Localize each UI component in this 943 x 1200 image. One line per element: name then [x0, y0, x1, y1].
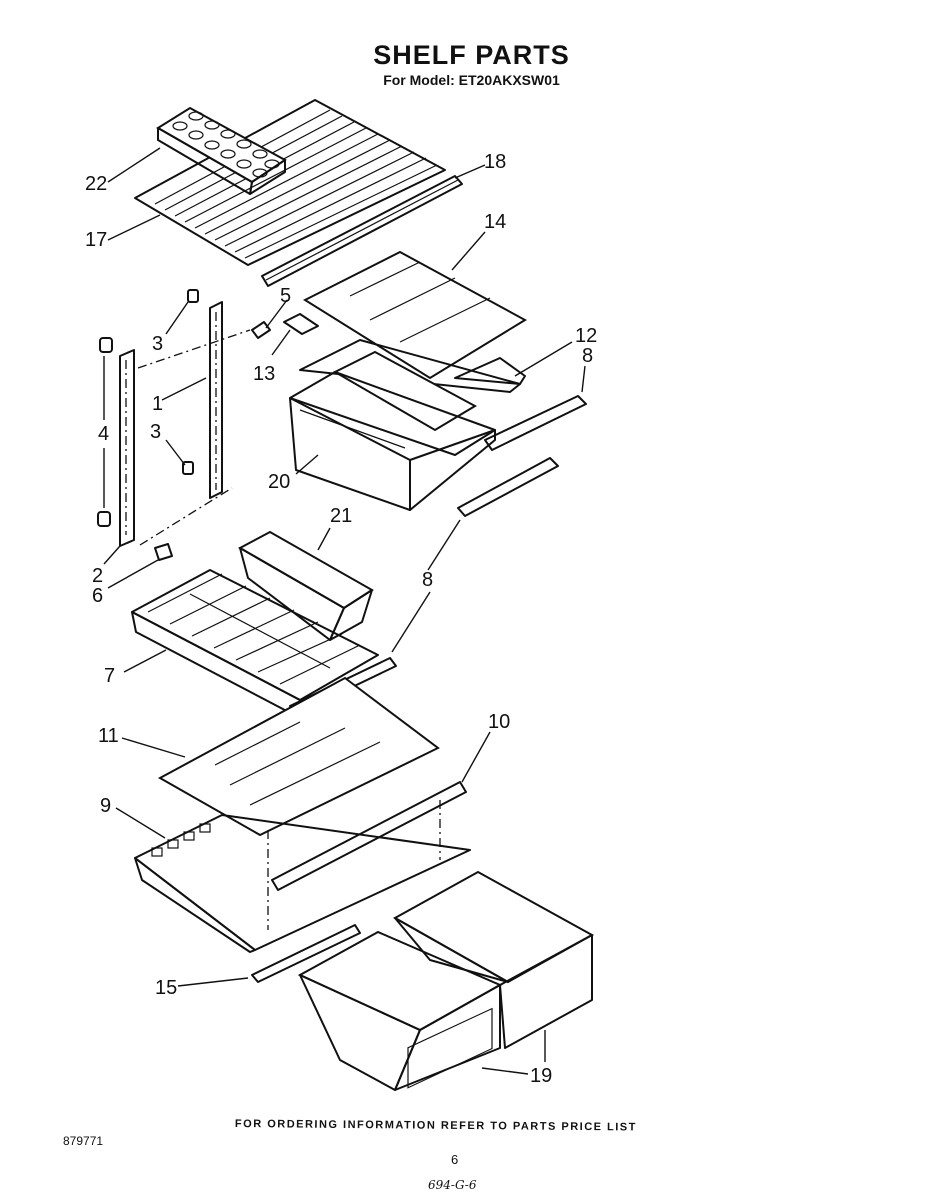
callout-7: 7	[104, 665, 115, 687]
callout-1: 1	[152, 393, 163, 415]
callout-22: 22	[85, 173, 107, 195]
screw-5	[251, 321, 271, 339]
page-number: 6	[451, 1152, 459, 1167]
page-title: SHELF PARTS	[373, 40, 570, 70]
crisper-drawer-right	[392, 870, 595, 1049]
callout-4: 4	[98, 423, 109, 445]
exploded-parts-diagram: 22 17 18 14 5 3 13 12 8 1 4 3 20 21 2 6 …	[85, 99, 597, 1091]
callout-8-upper: 8	[582, 345, 593, 367]
document-number: 879771	[63, 1134, 104, 1148]
drawer-rail-12	[299, 339, 526, 393]
rail-15	[251, 924, 361, 983]
wire-shelf-17	[134, 99, 446, 266]
callout-19: 19	[530, 1065, 552, 1087]
rail-8-upper	[484, 395, 587, 451]
glass-shelf-14	[302, 250, 528, 380]
cover-frame-9	[134, 800, 471, 953]
callout-13: 13	[253, 363, 275, 385]
callout-9: 9	[100, 795, 111, 817]
callout-18: 18	[484, 151, 506, 173]
callout-3-lower: 3	[150, 421, 161, 443]
cover-frame-10	[271, 781, 467, 891]
shelf-trim-18	[261, 175, 463, 287]
bin-21	[237, 530, 374, 641]
callout-20: 20	[268, 471, 290, 493]
ice-tray-22	[156, 106, 287, 195]
ordering-note: FOR ORDERING INFORMATION REFER TO PARTS …	[234, 1118, 637, 1134]
handwritten-code: 694-G-6	[428, 1178, 477, 1192]
shelf-support-right	[209, 301, 223, 499]
model-subtitle: For Model: ET20AKXSW01	[383, 72, 560, 88]
callout-21: 21	[330, 505, 352, 527]
callout-15: 15	[155, 977, 177, 999]
shelf-support-left	[119, 349, 135, 547]
callout-10: 10	[488, 711, 510, 733]
callout-6: 6	[92, 585, 103, 607]
callout-14: 14	[484, 211, 506, 233]
callout-3-upper: 3	[152, 333, 163, 355]
callout-12: 12	[575, 325, 597, 347]
callout-11: 11	[98, 725, 119, 747]
callout-8-lower: 8	[422, 569, 433, 591]
callout-5: 5	[280, 285, 291, 307]
slide-13	[283, 313, 319, 335]
callout-2: 2	[92, 565, 103, 587]
callout-17: 17	[85, 229, 107, 251]
support-clips	[97, 289, 199, 561]
drawer-20	[289, 350, 496, 511]
leader-lines	[103, 147, 586, 1075]
rail-8-lower	[457, 457, 559, 517]
